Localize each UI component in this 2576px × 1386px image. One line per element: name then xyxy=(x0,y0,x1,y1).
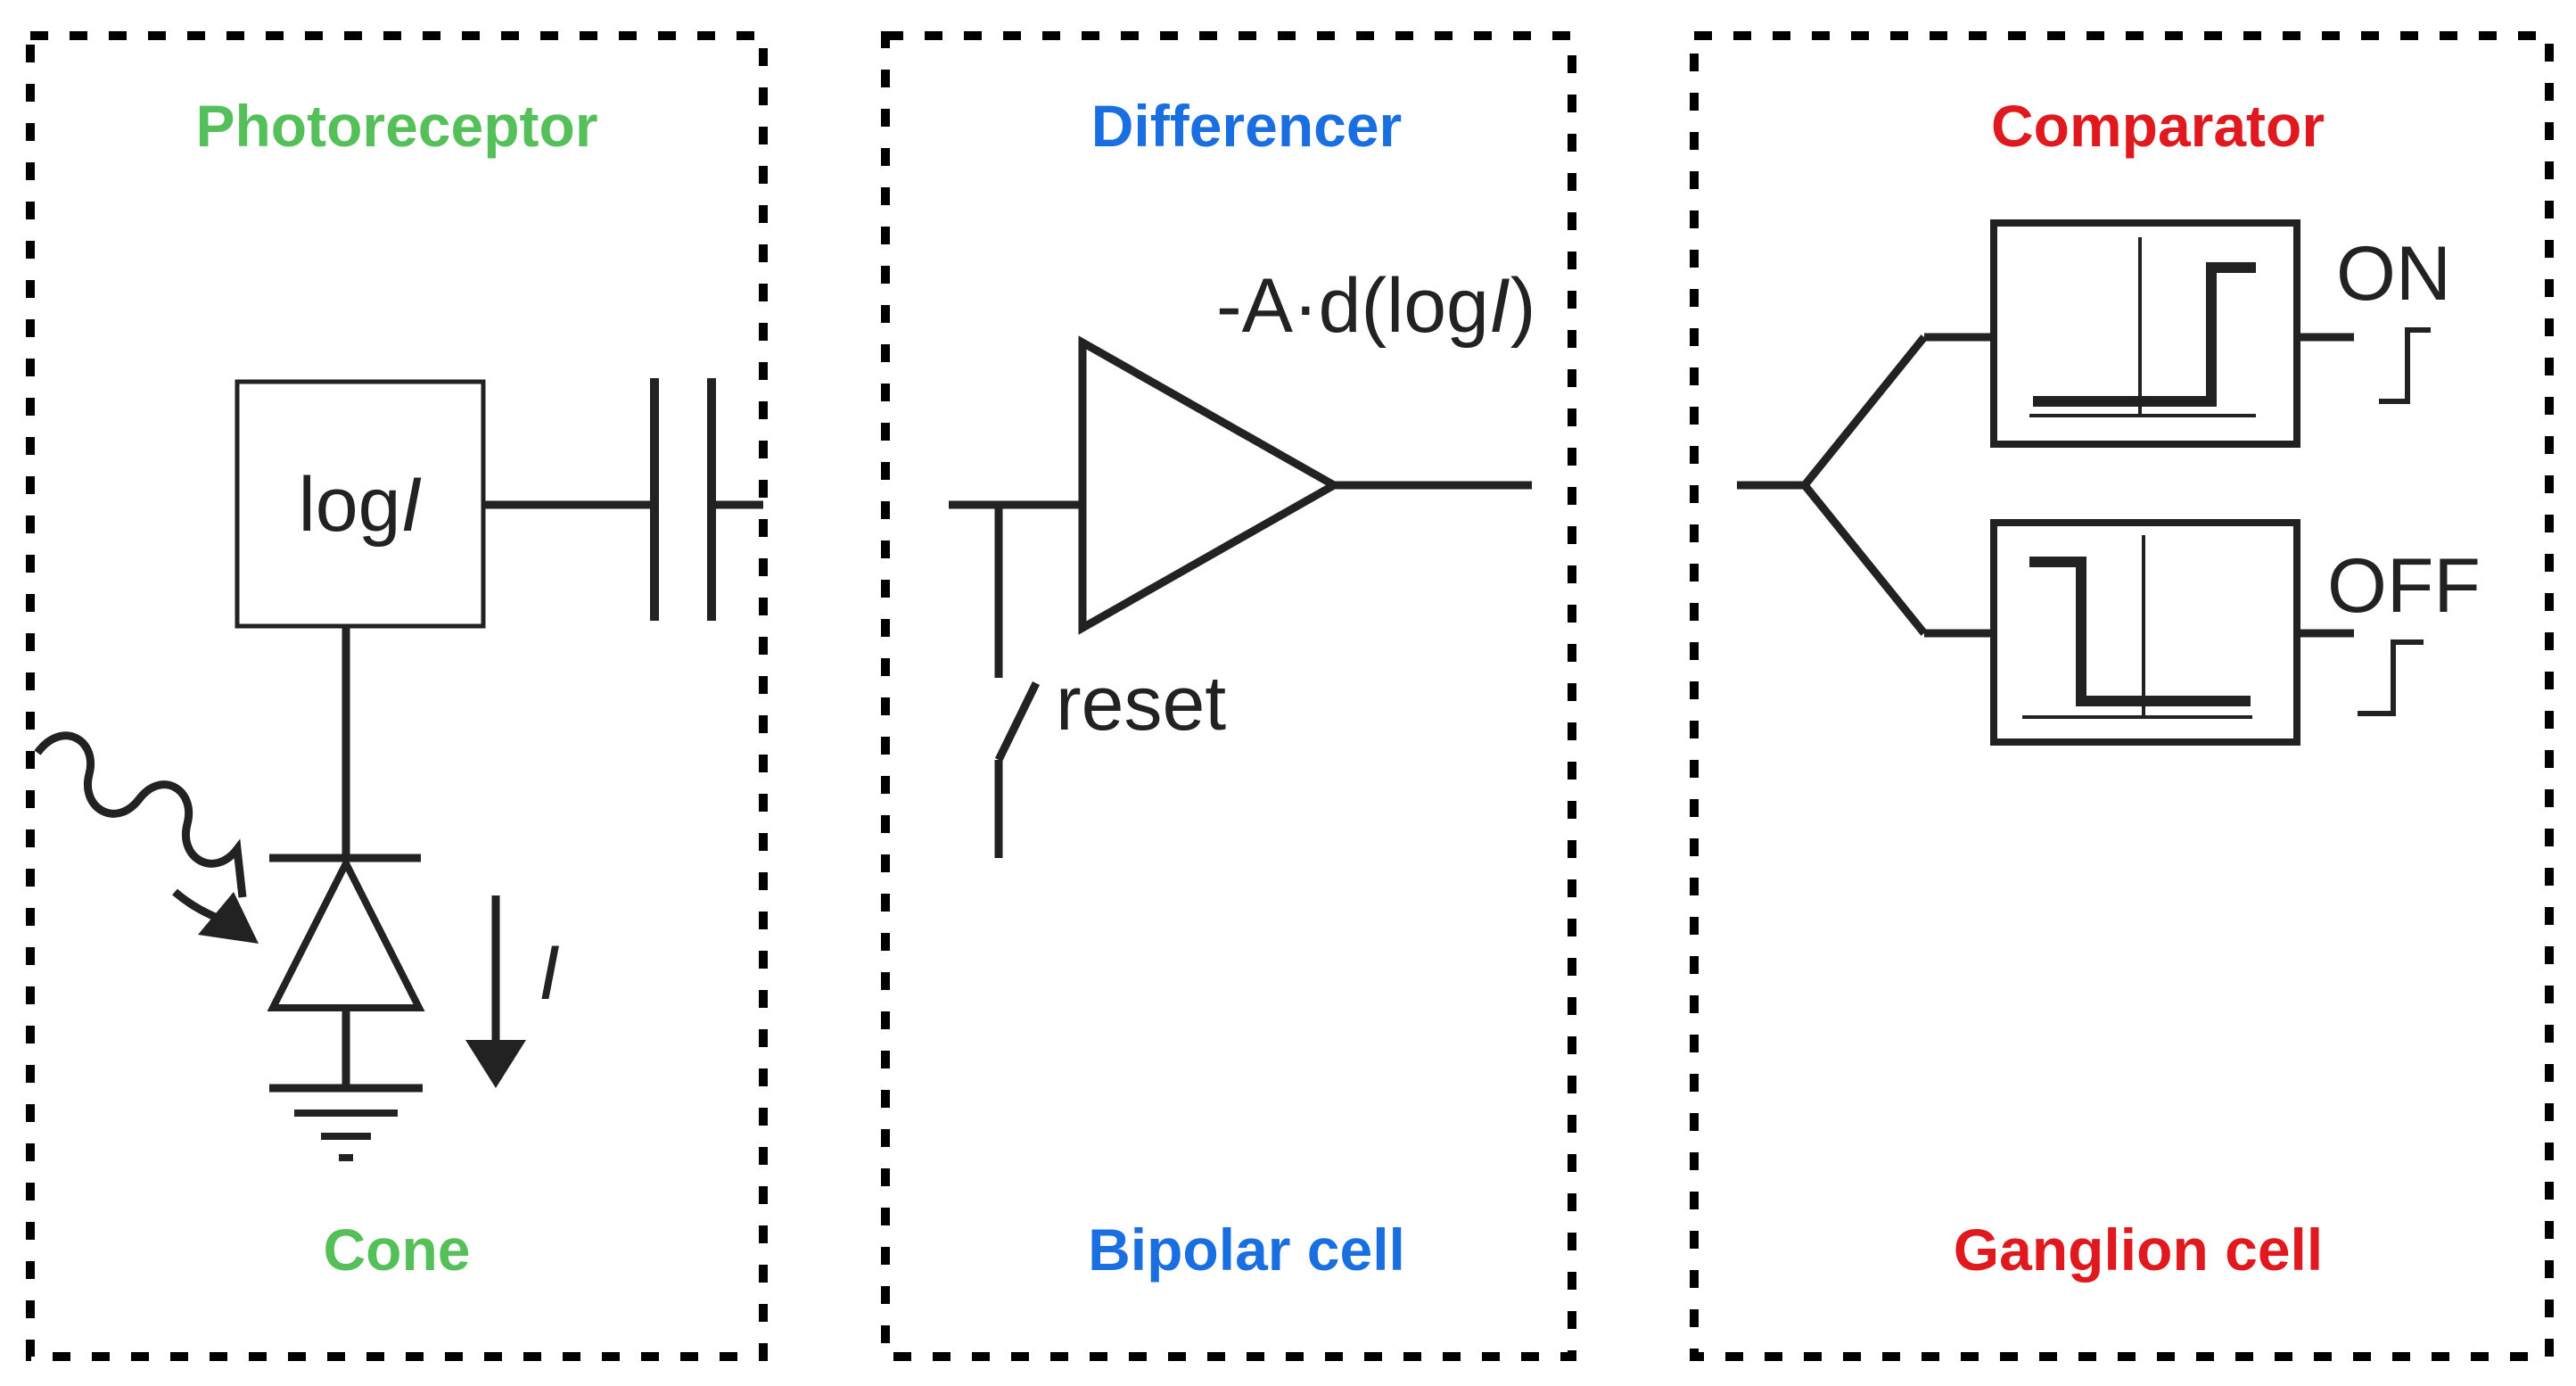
comparator-panel-border xyxy=(1690,31,2554,1361)
capacitor-icon xyxy=(650,378,763,621)
differencer-title: Differencer xyxy=(1091,93,1402,159)
current-arrow-icon xyxy=(465,895,526,1088)
differencer-panel-border xyxy=(881,31,1576,1361)
comparator-subtitle: Ganglion cell xyxy=(1954,1217,2323,1283)
off-label: OFF xyxy=(2327,543,2481,629)
on-comparator-box xyxy=(1990,219,2300,448)
comparator-title: Comparator xyxy=(1991,93,2325,159)
log-box: logI xyxy=(235,379,486,629)
differencer-output-label: -A·d(logI) xyxy=(1216,263,1535,349)
pulse-icon xyxy=(2358,639,2424,716)
off-comparator-box xyxy=(1990,519,2300,746)
photoreceptor-title: Photoreceptor xyxy=(195,93,597,159)
step-down-icon xyxy=(2029,557,2251,706)
step-up-icon xyxy=(2033,262,2256,407)
amplifier-icon xyxy=(1078,335,1343,635)
on-label: ON xyxy=(2336,231,2451,317)
light-wave-icon xyxy=(34,731,259,944)
reset-label: reset xyxy=(1056,661,1226,747)
log-box-label: logI xyxy=(299,462,423,548)
ground-icon xyxy=(269,1084,423,1161)
comparator-split-wires xyxy=(1737,333,1994,638)
photodiode-icon xyxy=(267,854,425,1086)
differencer-subtitle: Bipolar cell xyxy=(1088,1217,1405,1283)
pulse-icon xyxy=(2379,327,2431,404)
current-label: I xyxy=(539,930,560,1016)
photoreceptor-panel-border xyxy=(26,31,768,1361)
switch-icon xyxy=(994,505,1041,858)
photoreceptor-subtitle: Cone xyxy=(324,1217,471,1283)
